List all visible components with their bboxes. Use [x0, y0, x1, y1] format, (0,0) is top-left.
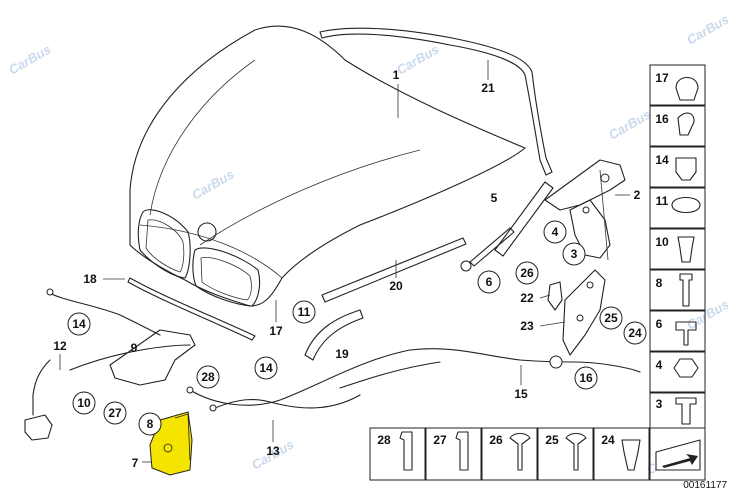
nut-4-icon	[673, 358, 699, 378]
callout-25: 25	[599, 306, 623, 330]
callout-21: 21	[481, 81, 495, 95]
parts-grid-bottom-numbers: 28 27 26 25 24	[377, 433, 615, 447]
hinge-bracket	[562, 269, 606, 356]
callouts: 4 3 6 26 11 25 24 14 14 28 16 10 27 8 1 …	[53, 60, 647, 470]
callout-14: 14	[254, 356, 278, 380]
svg-text:25: 25	[545, 433, 559, 447]
svg-text:27: 27	[108, 406, 122, 420]
callout-20: 20	[389, 279, 403, 293]
callout-15: 15	[514, 387, 528, 401]
svg-text:24: 24	[628, 326, 642, 340]
stud-6-icon	[675, 321, 697, 346]
svg-text:6: 6	[486, 275, 493, 289]
callout-18: 18	[83, 272, 97, 286]
callout-23: 23	[520, 319, 534, 333]
callout-7: 7	[132, 456, 139, 470]
svg-text:14: 14	[655, 153, 669, 167]
callout-5: 5	[491, 191, 498, 205]
bracket-28-icon	[399, 431, 413, 471]
callout-17: 17	[269, 324, 283, 338]
svg-text:8: 8	[656, 276, 663, 290]
svg-text:10: 10	[655, 235, 669, 249]
svg-text:3: 3	[571, 247, 578, 261]
svg-text:8: 8	[147, 417, 154, 431]
document-number: 00161177	[683, 480, 727, 491]
svg-text:3: 3	[656, 397, 663, 411]
svg-text:16: 16	[579, 371, 593, 385]
hinge-assembly	[544, 159, 626, 261]
callout-16: 16	[574, 366, 598, 390]
svg-text:4: 4	[552, 225, 559, 239]
screw-25-icon	[565, 432, 587, 471]
svg-text:14: 14	[72, 317, 86, 331]
callout-24: 24	[623, 321, 647, 345]
callout-13: 13	[266, 444, 280, 458]
bracket-27-icon	[455, 431, 469, 471]
svg-text:27: 27	[433, 433, 447, 447]
cables	[32, 288, 641, 416]
callout-6: 6	[477, 270, 501, 294]
watermark: CarBus	[6, 41, 54, 77]
hood-drawing	[129, 25, 526, 307]
callout-19: 19	[335, 347, 349, 361]
arrow-icon	[655, 439, 701, 471]
watermark: CarBus	[189, 166, 237, 202]
callout-8: 8	[138, 412, 162, 436]
clip-14-icon	[675, 157, 697, 181]
lock-bracket	[109, 329, 196, 386]
watermark: CarBus	[394, 41, 442, 77]
callout-14: 14	[67, 312, 91, 336]
svg-text:24: 24	[601, 433, 615, 447]
callout-9: 9	[131, 341, 138, 355]
svg-text:16: 16	[655, 112, 669, 126]
callout-22: 22	[520, 291, 534, 305]
svg-text:26: 26	[489, 433, 503, 447]
svg-text:26: 26	[520, 266, 534, 280]
callout-2: 2	[634, 188, 641, 202]
callout-4: 4	[543, 220, 567, 244]
watermark: CarBus	[606, 106, 654, 142]
svg-text:28: 28	[201, 370, 215, 384]
gas-strut	[460, 181, 554, 272]
grommet-11-icon	[671, 196, 701, 214]
bottom-part-icons	[399, 431, 701, 471]
callout-27: 27	[103, 401, 127, 425]
callout-3: 3	[562, 242, 586, 266]
rivet-10-icon	[677, 236, 695, 263]
callout-1: 1	[393, 68, 400, 82]
callout-28: 28	[196, 365, 220, 389]
bracket-piece	[304, 309, 364, 361]
bolt-8-icon	[679, 273, 693, 307]
svg-text:17: 17	[655, 71, 669, 85]
clip-17-icon	[675, 76, 699, 101]
small-clip	[547, 281, 563, 311]
hood-seal-strip	[321, 237, 467, 303]
svg-text:11: 11	[656, 194, 669, 208]
callout-10: 10	[72, 391, 96, 415]
callout-26: 26	[515, 261, 539, 285]
svg-text:14: 14	[259, 361, 273, 375]
watermark: CarBus	[684, 296, 732, 332]
callout-12: 12	[53, 339, 67, 353]
svg-text:11: 11	[298, 305, 311, 319]
screw-26-icon	[509, 432, 531, 471]
callout-11: 11	[292, 300, 316, 324]
bolt-3-icon	[675, 397, 697, 425]
watermark: CarBus	[684, 11, 732, 47]
cowl-seal	[319, 27, 553, 176]
release-handle	[24, 414, 53, 441]
svg-text:6: 6	[656, 317, 663, 331]
grid-part-icons	[671, 76, 701, 425]
svg-text:10: 10	[77, 396, 91, 410]
clip-24-icon	[621, 439, 641, 471]
svg-text:4: 4	[656, 358, 663, 372]
parts-grid-right-numbers: 17 16 14 11 10 8 6 4 3	[655, 71, 669, 411]
svg-text:28: 28	[377, 433, 391, 447]
parts-grid-right	[649, 64, 706, 429]
svg-text:25: 25	[604, 311, 618, 325]
front-seal	[127, 277, 256, 341]
clip-16-icon	[677, 112, 695, 136]
parts-grid-bottom	[369, 427, 706, 481]
